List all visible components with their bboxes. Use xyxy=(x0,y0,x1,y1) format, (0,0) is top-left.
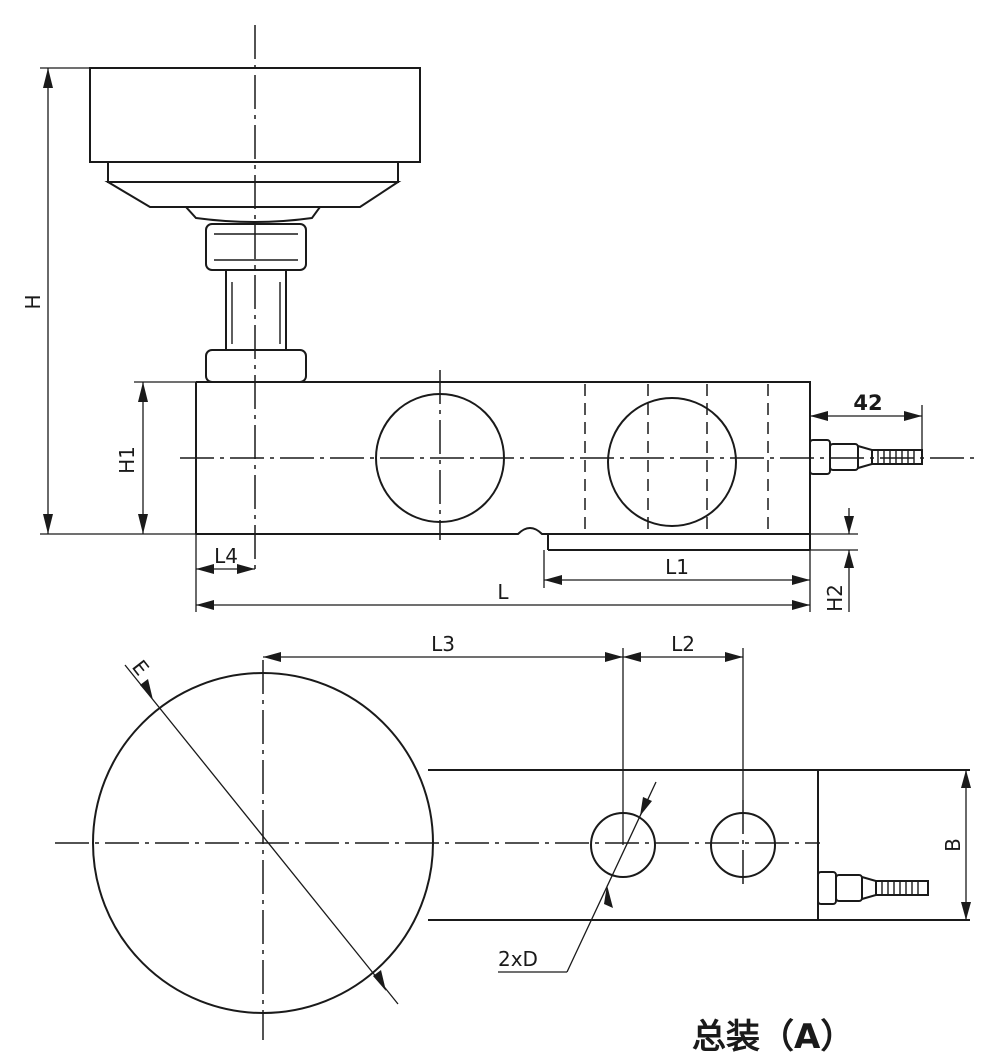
label-H2: H2 xyxy=(823,584,847,612)
dimension-B: B xyxy=(941,770,971,920)
top-view: E L3 L2 B xyxy=(55,632,971,1040)
drawing-title: 总装（A） xyxy=(692,1017,854,1057)
leader-2xD: 2xD xyxy=(498,781,657,973)
label-H: H xyxy=(21,294,45,309)
label-B: B xyxy=(941,838,965,852)
dimension-L4: L4 xyxy=(195,534,255,612)
label-L3: L3 xyxy=(431,632,455,656)
label-H1: H1 xyxy=(115,446,139,474)
dimension-H: H xyxy=(21,67,196,535)
beam-hole-right xyxy=(607,397,737,527)
label-cable-length: 42 xyxy=(853,391,882,415)
dimension-L3: L3 xyxy=(263,632,624,845)
load-cell-beam xyxy=(195,381,811,551)
dimension-cable-length: 42 xyxy=(809,391,923,450)
front-view: H H1 L4 L1 xyxy=(21,25,975,612)
dimension-L1: L1 xyxy=(543,550,811,612)
label-L1: L1 xyxy=(665,555,689,579)
label-L: L xyxy=(497,580,509,604)
label-L2: L2 xyxy=(671,632,695,656)
cable-connector-top xyxy=(817,871,929,905)
label-L4: L4 xyxy=(214,544,238,568)
threaded-stud xyxy=(205,223,307,383)
label-2xD: 2xD xyxy=(498,947,538,971)
dimension-L2: L2 xyxy=(623,632,744,800)
dimension-L: L xyxy=(196,580,810,610)
label-E: E xyxy=(127,655,154,680)
dimension-E: E xyxy=(124,655,399,1005)
cable-connector-front xyxy=(809,439,923,475)
dimension-H1: H1 xyxy=(115,381,196,534)
dimension-H2: H2 xyxy=(810,508,858,612)
